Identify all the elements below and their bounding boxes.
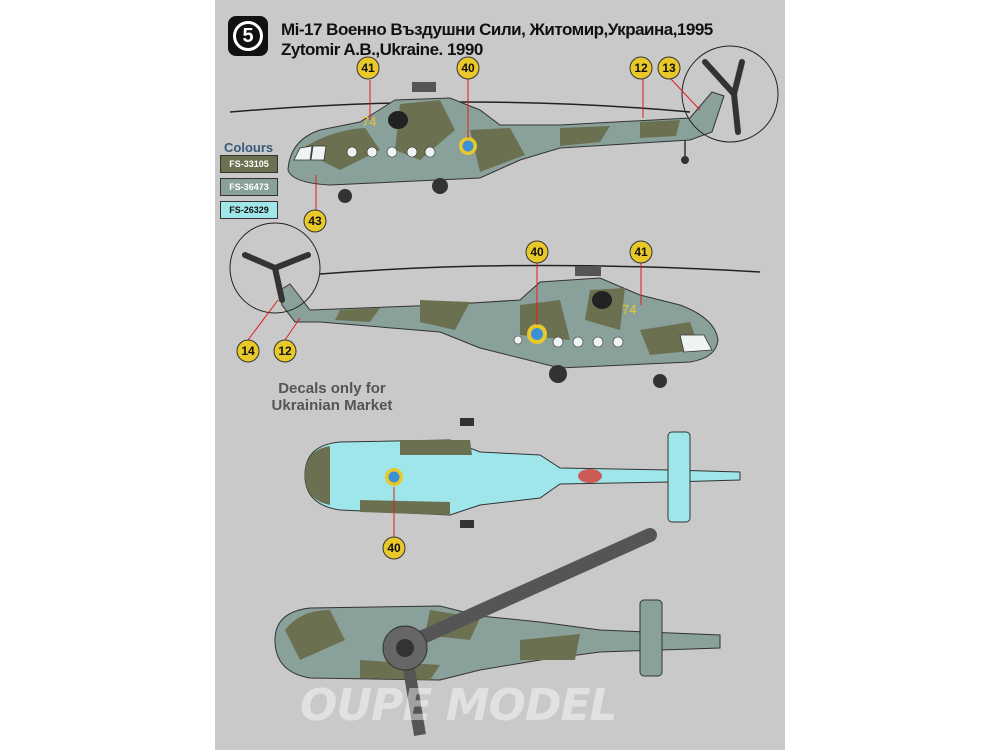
callout-13: 13 [662,61,676,75]
helicopter-underside-view: 40 [304,418,741,560]
decal-note: Decals only for Ukrainian Market [271,380,393,414]
plate-number-badge: 5 [228,16,268,56]
callout-14: 14 [241,344,255,358]
colour-swatch: FS-36473 [220,178,278,196]
plate-number: 5 [242,24,254,47]
helicopter-side-view-left: 74 [229,45,779,210]
callout-41b: 41 [634,245,648,259]
callout-12: 12 [634,61,648,75]
callout-12b: 12 [278,344,292,358]
colour-swatch: FS-33105 [220,155,278,173]
callouts-side: 40 41 14 12 [236,240,653,363]
callout-40c: 40 [387,541,401,555]
callout-40b: 40 [530,245,544,259]
callout-40: 40 [461,61,475,75]
helicopter-side-view-right: 74 [229,222,761,388]
title-line-1: Mi-17 Военно Въздушни Сили, Житомир,Укра… [281,20,713,39]
tactical-number: 74 [362,114,376,129]
colours-heading: Colours [224,140,274,155]
callouts-top: 41 40 12 13 43 [303,56,681,233]
callout-41: 41 [361,61,375,75]
helicopter-top-view [274,528,721,736]
watermark: OUPE MODEL [300,680,618,731]
callout-43: 43 [308,214,322,228]
title-line-2: Zytomir A.B.,Ukraine. 1990 [281,40,483,59]
colour-swatch: FS-26329 [220,201,278,219]
tactical-number-2: 74 [622,302,636,317]
